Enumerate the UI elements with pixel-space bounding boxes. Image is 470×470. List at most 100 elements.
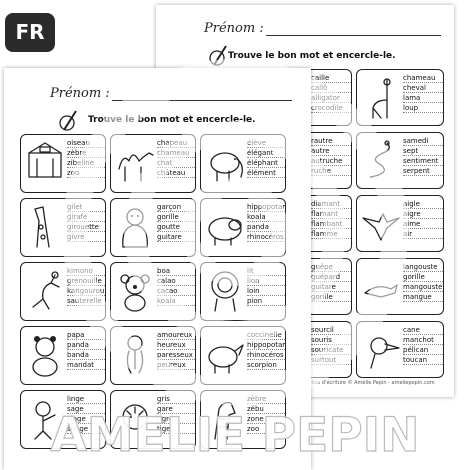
word-choice[interactable]: cacao bbox=[157, 286, 195, 296]
word-choice[interactable]: surtout bbox=[311, 355, 351, 365]
word-choice[interactable]: tige bbox=[157, 424, 195, 434]
word-choice[interactable]: tigre bbox=[157, 414, 195, 424]
word-choice[interactable]: banda bbox=[67, 350, 105, 360]
word-choice[interactable]: singe bbox=[67, 414, 105, 424]
word-choice[interactable]: château bbox=[157, 168, 195, 178]
word-choice[interactable]: sentiment bbox=[403, 156, 443, 166]
word-choice[interactable]: chapeau bbox=[157, 138, 195, 148]
word-choice[interactable]: cheval bbox=[403, 83, 443, 93]
word-choice[interactable]: mandat bbox=[67, 360, 105, 370]
word-choice[interactable]: panda bbox=[67, 340, 105, 350]
word-choice[interactable]: toucan bbox=[403, 355, 443, 365]
word-choice[interactable]: souris bbox=[311, 335, 351, 345]
word-choice[interactable]: zèbre bbox=[67, 148, 105, 158]
word-choice[interactable]: paresseux bbox=[157, 350, 195, 360]
word-choice[interactable]: gris bbox=[157, 394, 195, 404]
word-choice[interactable]: linge bbox=[67, 394, 105, 404]
word-choice[interactable]: loup bbox=[403, 103, 443, 113]
word-choice[interactable]: rautre bbox=[311, 136, 351, 146]
word-choice[interactable]: aigle bbox=[403, 199, 443, 209]
word-choice[interactable]: flambant bbox=[311, 219, 351, 229]
word-choice[interactable]: sourcil bbox=[311, 325, 351, 335]
word-choice[interactable]: lama bbox=[403, 93, 443, 103]
word-choice[interactable]: ruche bbox=[311, 166, 351, 176]
word-choice[interactable]: guépard bbox=[311, 272, 351, 282]
word-choice[interactable]: langouste bbox=[403, 262, 443, 272]
word-choice[interactable]: heureux bbox=[157, 340, 195, 350]
word-choice[interactable]: zoo bbox=[247, 424, 285, 434]
word-choice[interactable]: girouette bbox=[67, 222, 105, 232]
word-choice[interactable]: éléphant bbox=[247, 158, 285, 168]
word-choice[interactable]: mangue bbox=[403, 292, 443, 302]
word-choice[interactable]: givre bbox=[67, 232, 105, 242]
word-choice[interactable]: zèbre bbox=[247, 394, 285, 404]
word-choice[interactable]: coccinelle bbox=[247, 330, 285, 340]
word-choice[interactable]: panda bbox=[247, 222, 285, 232]
word-choice[interactable]: cane bbox=[403, 325, 443, 335]
word-choice[interactable]: mangouste bbox=[403, 282, 443, 292]
word-choice[interactable]: kimono bbox=[67, 266, 105, 276]
word-choice[interactable]: pélican bbox=[403, 345, 443, 355]
word-choice[interactable]: guêpe bbox=[311, 262, 351, 272]
word-choice[interactable]: samedi bbox=[403, 136, 443, 146]
word-choice[interactable]: peureux bbox=[157, 360, 195, 370]
word-choice[interactable]: sept bbox=[403, 146, 443, 156]
word-choice[interactable]: zibeline bbox=[67, 158, 105, 168]
word-choice[interactable]: guitare bbox=[311, 282, 351, 292]
word-choice[interactable]: gorille bbox=[157, 212, 195, 222]
word-choice[interactable]: amoureux bbox=[157, 330, 195, 340]
word-choice[interactable]: élégant bbox=[247, 148, 285, 158]
word-choice[interactable]: lit bbox=[247, 266, 285, 276]
word-choice[interactable]: grenouille bbox=[67, 276, 105, 286]
word-choice[interactable]: flamme bbox=[311, 229, 351, 239]
word-choice[interactable]: caille bbox=[311, 73, 351, 83]
word-choice[interactable]: hippopotame bbox=[247, 340, 285, 350]
word-choice[interactable]: papa bbox=[67, 330, 105, 340]
word-choice[interactable]: sage bbox=[67, 404, 105, 414]
word-choice[interactable]: goutte bbox=[157, 222, 195, 232]
word-choice[interactable]: zone bbox=[247, 414, 285, 424]
word-choice[interactable]: rhinocéros bbox=[247, 232, 285, 242]
word-choice[interactable]: rhinocéros bbox=[247, 350, 285, 360]
word-choice[interactable]: autruche bbox=[311, 156, 351, 166]
word-choice[interactable]: souricate bbox=[311, 345, 351, 355]
word-choice[interactable]: chat bbox=[157, 158, 195, 168]
word-choice[interactable]: garçon bbox=[157, 202, 195, 212]
word-choice[interactable]: sauterelle bbox=[67, 296, 105, 306]
word-choice[interactable]: chameau bbox=[157, 148, 195, 158]
word-choice[interactable]: hippopotame bbox=[247, 202, 285, 212]
word-choice[interactable]: zébu bbox=[247, 404, 285, 414]
word-choice[interactable]: scorpion bbox=[247, 360, 285, 370]
word-choice[interactable]: crocodile bbox=[311, 103, 351, 113]
word-choice[interactable]: serpent bbox=[403, 166, 443, 176]
word-choice[interactable]: zoo bbox=[67, 168, 105, 178]
word-choice[interactable]: girafe bbox=[67, 212, 105, 222]
word-choice[interactable]: koala bbox=[247, 212, 285, 222]
word-choice[interactable]: élément bbox=[247, 168, 285, 178]
word-choice[interactable]: calao bbox=[157, 276, 195, 286]
word-choice[interactable]: aime bbox=[403, 219, 443, 229]
word-choice[interactable]: oiseau bbox=[67, 138, 105, 148]
word-choice[interactable]: chameau bbox=[403, 73, 443, 83]
word-choice[interactable]: gilet bbox=[67, 202, 105, 212]
word-choice[interactable]: callô bbox=[311, 83, 351, 93]
word-choice[interactable]: loin bbox=[247, 286, 285, 296]
word-choice[interactable]: songe bbox=[67, 424, 105, 434]
word-choice[interactable]: koala bbox=[157, 296, 195, 306]
word-choice[interactable]: alligator bbox=[311, 93, 351, 103]
word-choice[interactable]: boa bbox=[157, 266, 195, 276]
word-choice[interactable]: autre bbox=[311, 146, 351, 156]
word-choice[interactable]: lion bbox=[247, 276, 285, 286]
word-choice[interactable]: gorille bbox=[311, 292, 351, 302]
word-choice[interactable]: air bbox=[403, 229, 443, 239]
word-choice[interactable]: élève bbox=[247, 138, 285, 148]
word-choice[interactable]: kangourou bbox=[67, 286, 105, 296]
word-choice[interactable]: flamant bbox=[311, 209, 351, 219]
word-choice[interactable]: pion bbox=[247, 296, 285, 306]
word-choice[interactable]: manchot bbox=[403, 335, 443, 345]
word-choice[interactable]: guitare bbox=[157, 232, 195, 242]
word-choice[interactable]: gare bbox=[157, 404, 195, 414]
word-choice[interactable]: gorille bbox=[403, 272, 443, 282]
word-choice[interactable]: aigre bbox=[403, 209, 443, 219]
word-choice[interactable]: diamant bbox=[311, 199, 351, 209]
